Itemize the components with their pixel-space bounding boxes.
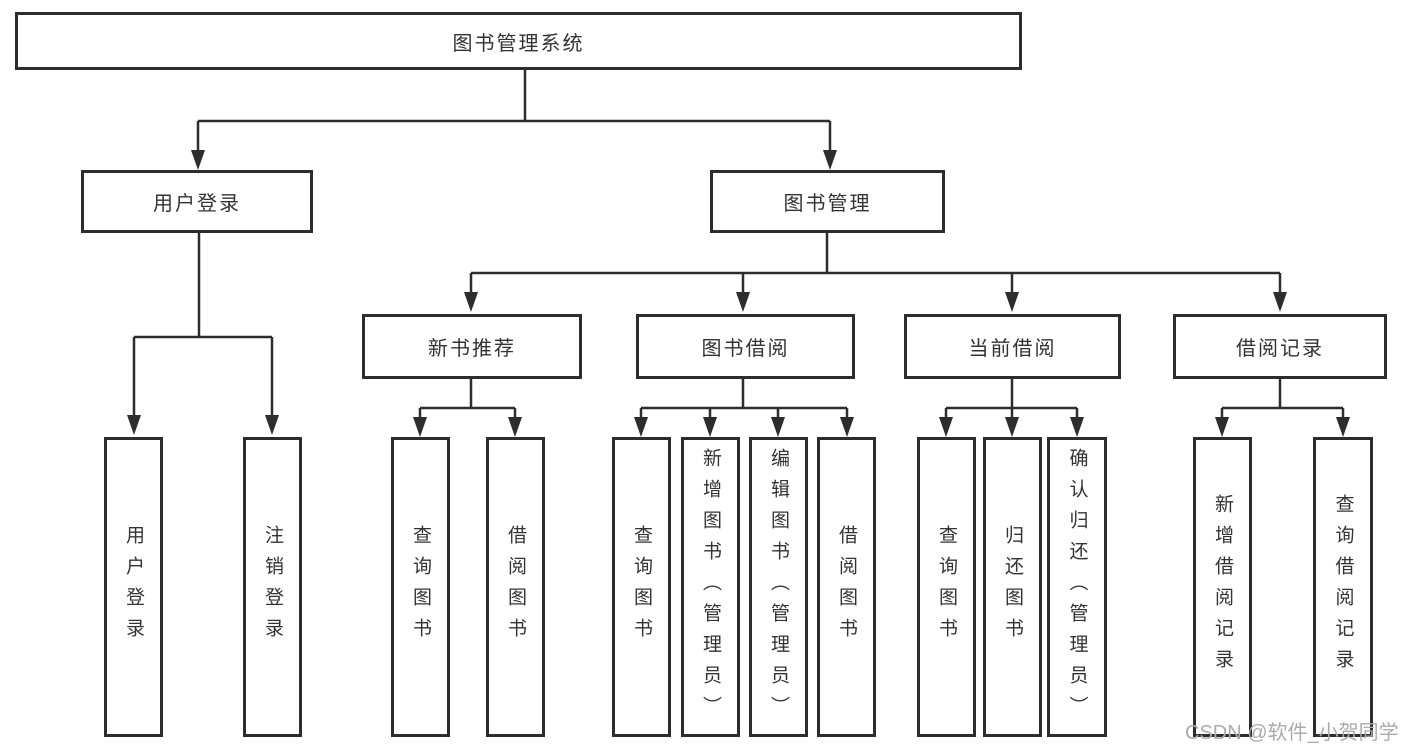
leaf-confirm-return-admin: 确认归还（管理员） [1047,437,1107,737]
node-label: 图书借阅 [701,338,790,360]
node-label: 当前借阅 [968,338,1057,360]
leaf-query-books-current: 查询图书 [917,437,976,737]
node-book-borrow: 图书借阅 [636,314,855,379]
leaf-label: 编辑图书（管理员） [768,447,789,727]
leaf-label: 查询图书 [410,525,431,649]
node-label: 新书推荐 [428,338,516,360]
leaf-edit-books-admin: 编辑图书（管理员） [749,437,808,737]
leaf-label: 借阅图书 [505,525,526,649]
leaf-label: 确认归还（管理员） [1066,447,1088,727]
leaf-label: 用户登录 [123,525,144,649]
node-book-management: 图书管理 [710,170,945,233]
leaf-label: 新增图书（管理员） [700,447,721,727]
node-borrow-record: 借阅记录 [1173,314,1387,379]
leaf-user-login: 用户登录 [104,437,163,737]
leaf-borrow-books: 借阅图书 [817,437,876,737]
node-label: 图书管理系统 [452,32,585,55]
node-label: 图书管理 [783,193,872,215]
leaf-label: 借阅图书 [836,525,857,649]
node-library-management-system: 图书管理系统 [15,12,1022,70]
leaf-label: 查询图书 [631,525,652,649]
leaf-query-books-recommend: 查询图书 [391,437,450,737]
leaf-query-borrow-record: 查询借阅记录 [1313,437,1373,737]
leaf-query-books-borrow: 查询图书 [612,437,671,737]
leaf-label: 归还图书 [1002,525,1023,649]
leaf-label: 查询借阅记录 [1332,494,1354,680]
node-label: 借阅记录 [1236,338,1324,360]
leaf-add-borrow-record: 新增借阅记录 [1193,437,1252,737]
leaf-label: 查询图书 [936,525,957,649]
node-current-borrow: 当前借阅 [904,314,1121,379]
node-new-book-recommend: 新书推荐 [362,314,582,379]
leaf-borrow-books-recommend: 借阅图书 [486,437,545,737]
csdn-watermark: CSDN @软件_小贺同学 [1185,722,1399,744]
leaf-logout: 注销登录 [243,437,302,737]
leaf-add-books-admin: 新增图书（管理员） [681,437,740,737]
arrowhead-icons [127,150,1350,437]
node-user-login: 用户登录 [81,170,313,233]
leaf-label: 注销登录 [262,525,283,649]
leaf-label: 新增借阅记录 [1212,494,1233,680]
leaf-return-books: 归还图书 [983,437,1042,737]
node-label: 用户登录 [153,193,241,215]
